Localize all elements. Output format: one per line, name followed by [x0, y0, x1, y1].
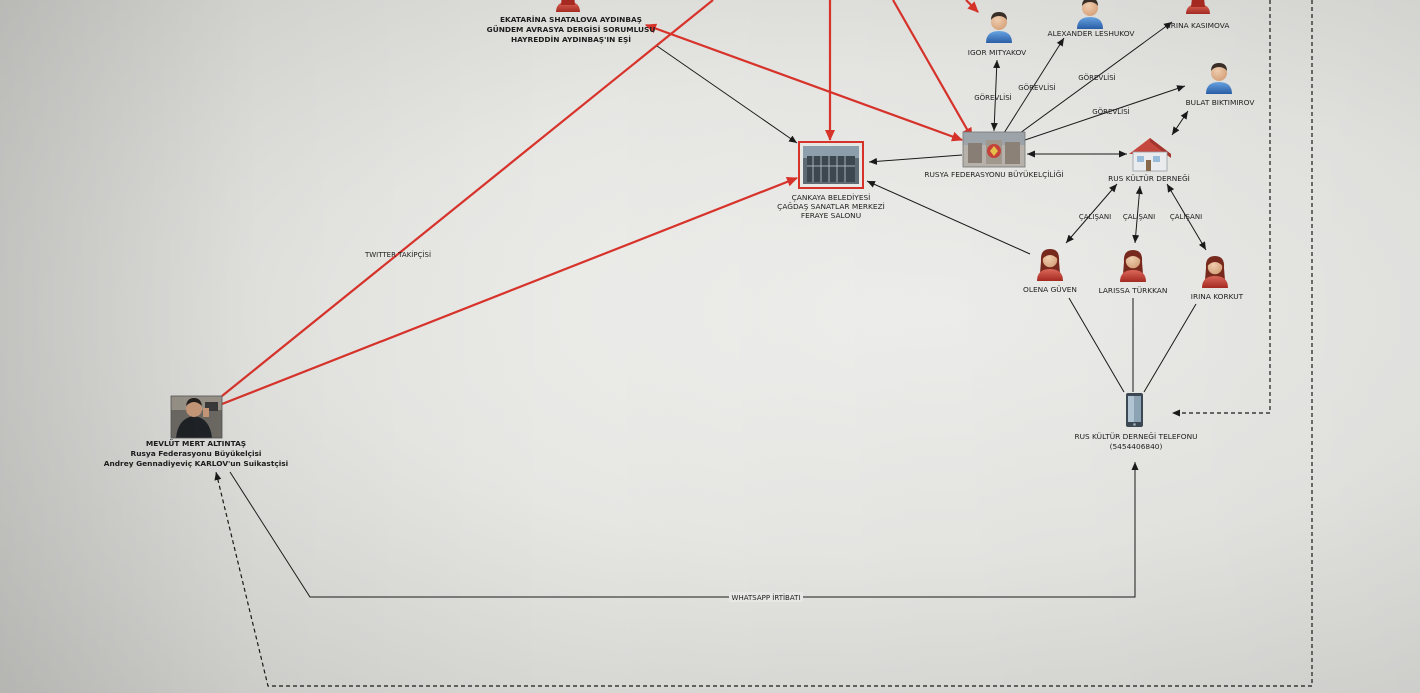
- phone-icon: [1126, 393, 1143, 427]
- link-mevlut-whatsapp-phone: [229, 462, 1139, 598]
- node-igor-label: IGOR MITYAKOV: [968, 48, 1026, 57]
- edge-label-calisani-olena: ÇALIŞANI: [1079, 213, 1111, 221]
- node-embassy[interactable]: RUSYA FEDERASYONU BÜYÜKELÇİLİĞİ: [924, 131, 1064, 179]
- node-bulat-label: BULAT BIKTIMIROV: [1186, 98, 1255, 107]
- node-cankaya-line2: ÇAĞDAŞ SANATLAR MERKEZİ: [777, 202, 885, 211]
- edge-label-whatsapp: WHATSAPP İRTİBATI: [732, 593, 801, 602]
- node-ekaterina-line1: EKATARİNA SHATALOVA AYDINBAŞ: [500, 15, 642, 24]
- dashed-links: [214, 0, 1313, 687]
- black-links: [229, 21, 1207, 598]
- edge-label-gorevlisi-igor: GÖREVLİSİ: [974, 93, 1011, 102]
- node-irina-kasimova-label: IRINA KASIMOVA: [1169, 21, 1230, 30]
- node-cankaya-line3: FERAYE SALONU: [801, 211, 861, 220]
- node-kultur-label: RUS KÜLTÜR DERNEĞİ: [1108, 174, 1190, 183]
- node-larissa-label: LARISSA TÜRKKAN: [1099, 286, 1168, 295]
- node-kultur[interactable]: RUS KÜLTÜR DERNEĞİ: [1108, 138, 1190, 183]
- node-phone[interactable]: RUS KÜLTÜR DERNEĞİ TELEFONU (5454406840): [1074, 393, 1198, 451]
- man-icon: [986, 12, 1012, 43]
- link-embassy-alexander: [1003, 37, 1065, 134]
- red-links: [221, 0, 979, 406]
- link-kultur-olena: [1065, 183, 1118, 244]
- node-cankaya-line1: ÇANKAYA BELEDİYESİ: [792, 193, 871, 202]
- node-alexander[interactable]: ALEXANDER LESHUKOV: [1048, 0, 1135, 38]
- building-photo: [798, 141, 864, 189]
- node-bulat[interactable]: BULAT BIKTIMIROV: [1186, 63, 1255, 107]
- red-link-mevlut-ekaterina: [221, 0, 714, 397]
- link-irina-korkut-phone: [1143, 303, 1197, 393]
- node-igor[interactable]: IGOR MITYAKOV: [968, 12, 1026, 57]
- red-link-top-igor: [965, 0, 979, 13]
- node-mevlut-line1: MEVLÜT MERT ALTINTAŞ: [146, 439, 246, 448]
- red-link-mevlut-cankaya: [221, 176, 798, 406]
- edge-label-twitter: TWITTER TAKİPÇİSİ: [364, 250, 431, 259]
- link-embassy-igor: [990, 59, 1001, 132]
- link-kultur-irina-korkut: [1166, 183, 1207, 251]
- woman-icon: [1186, 0, 1210, 14]
- dashed-link-phone-right: [1172, 0, 1271, 417]
- link-embassy-cankaya: [868, 154, 963, 165]
- node-ekaterina[interactable]: EKATARİNA SHATALOVA AYDINBAŞ GÜNDEM AVRA…: [487, 0, 656, 44]
- red-link-top-embassy: [892, 0, 973, 139]
- node-larissa[interactable]: LARISSA TÜRKKAN: [1099, 250, 1168, 295]
- node-olena[interactable]: OLENA GÜVEN: [1023, 249, 1077, 294]
- node-mevlut-line3: Andrey Gennadiyeviç KARLOV'un Suikastçis…: [104, 459, 288, 468]
- link-kultur-bulat: [1171, 110, 1189, 136]
- man-icon: [1077, 0, 1103, 29]
- dashed-link-bottom-frame: [214, 0, 1313, 687]
- node-embassy-label: RUSYA FEDERASYONU BÜYÜKELÇİLİĞİ: [924, 170, 1063, 179]
- link-kultur-larissa: [1132, 185, 1143, 244]
- edge-label-gorevlisi-bulat: GÖREVLİSİ: [1092, 107, 1129, 116]
- node-ekaterina-line2: GÜNDEM AVRASYA DERGİSİ SORUMLUSU: [487, 25, 656, 34]
- edge-label-calisani-irina-korkut: ÇALIŞANI: [1170, 213, 1202, 221]
- edge-label-whatsapp-bg: [729, 592, 803, 602]
- edge-label-calisani-larissa: ÇALIŞANI: [1123, 213, 1155, 221]
- node-phone-line2: (5454406840): [1110, 442, 1163, 451]
- node-alexander-label: ALEXANDER LESHUKOV: [1048, 29, 1135, 38]
- edge-labels: TWITTER TAKİPÇİSİ GÖREVLİSİ GÖREVLİSİ GÖ…: [364, 73, 1202, 602]
- edge-label-gorevlisi-alexander: GÖREVLİSİ: [1018, 83, 1055, 92]
- woman-icon: [556, 0, 580, 12]
- node-ekaterina-line3: HAYREDDİN AYDINBAŞ'IN EŞİ: [511, 35, 631, 44]
- link-embassy-bulat: [1024, 85, 1186, 141]
- woman-icon: [1120, 250, 1146, 282]
- node-mevlut[interactable]: MEVLÜT MERT ALTINTAŞ Rusya Federasyonu B…: [104, 395, 288, 468]
- link-olena-phone: [1068, 297, 1125, 393]
- node-mevlut-line2: Rusya Federasyonu Büyükelçisi: [131, 449, 262, 458]
- link-olena-cankaya: [866, 180, 1031, 255]
- woman-icon: [1202, 256, 1228, 288]
- house-icon: [1129, 138, 1171, 172]
- woman-icon: [1037, 249, 1063, 281]
- node-irina-kasimova[interactable]: IRINA KASIMOVA: [1169, 0, 1230, 30]
- node-phone-line1: RUS KÜLTÜR DERNEĞİ TELEFONU: [1074, 432, 1197, 441]
- node-cankaya[interactable]: ÇANKAYA BELEDİYESİ ÇAĞDAŞ SANATLAR MERKE…: [777, 141, 885, 220]
- node-irina-korkut-label: IRINA KORKUT: [1191, 292, 1244, 301]
- edge-label-gorevlisi-irina-k: GÖREVLİSİ: [1078, 73, 1115, 82]
- embassy-photo: [962, 131, 1026, 168]
- person-photo: [170, 395, 223, 439]
- node-irina-korkut[interactable]: IRINA KORKUT: [1191, 256, 1244, 301]
- man-icon: [1206, 63, 1232, 94]
- red-link-ekaterina-embassy: [645, 23, 963, 142]
- link-embassy-irina-k: [1015, 21, 1173, 137]
- link-ekaterina-cankaya: [656, 45, 798, 144]
- node-olena-label: OLENA GÜVEN: [1023, 285, 1077, 294]
